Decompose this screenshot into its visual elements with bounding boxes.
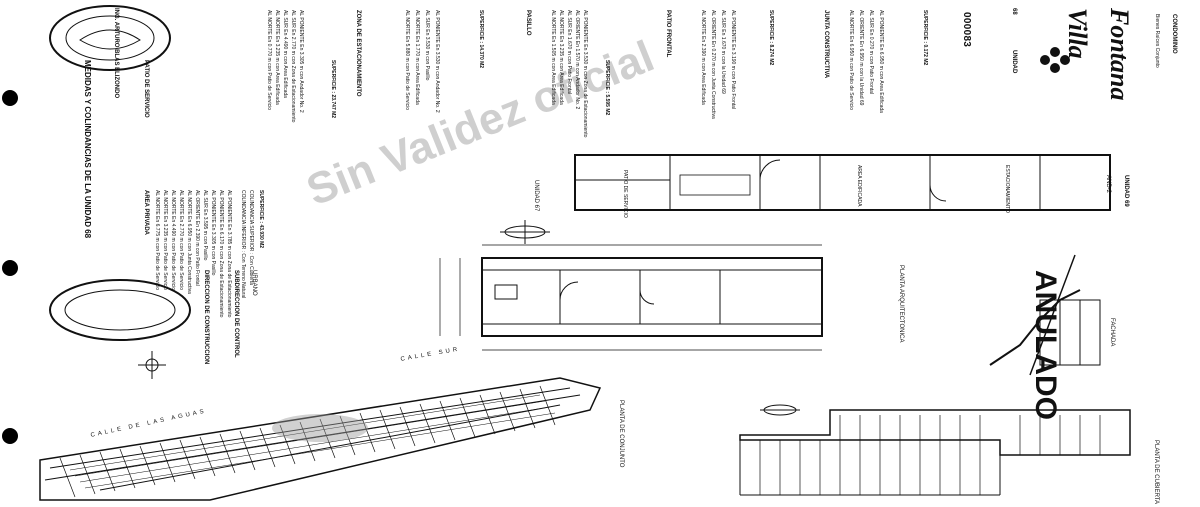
pasillo-line: AL NORTE En 3.235 m con Area Edificada [558, 10, 564, 105]
zona-est-line: AL NORTE En 1.770 m con Area Edificada [414, 10, 420, 105]
zona-est-line: AL NORTE En 5.880 m con Patio de Servici… [404, 10, 410, 111]
patio-servicio-superficie: SUPERFICIE : 23.747 M2 [330, 60, 336, 119]
area-privada-line: AL NORTE En 4.490 m con Patio de Servici… [170, 190, 176, 291]
dimension-lines [439, 244, 822, 351]
colindancia-line: SUPERFICIE : 43.930 M2 [258, 190, 264, 249]
pasillo-line: AL PONIENTE En 3.530 m con Zona de Estac… [582, 10, 588, 138]
roof-lines [759, 415, 1101, 495]
pasillo-line: AL ORIENTE En 1.570 m con Andador No. 2 [574, 10, 580, 110]
pasillo-line: AL NORTE En 1.505 m con Area Edificada [550, 10, 556, 105]
patio-servicio-line: AL SUR En 2.770 m con Zona de Estacionam… [290, 10, 296, 123]
section-junta-constructiva: JUNTA CONSTRUCTIVA [823, 10, 829, 79]
colindancia-line: COLINDANCIA INFERIOR : Con Terreno Natur… [240, 190, 246, 299]
fachada-label: FACHADA [1109, 318, 1115, 347]
anulado-stamp: ANULADO [1029, 270, 1062, 420]
site-plan [39, 377, 602, 501]
facade [989, 254, 1101, 376]
unit-plan [574, 154, 1111, 211]
sheet-number: 000083 [961, 12, 972, 48]
unit-number: 68 [1011, 8, 1017, 15]
pasillo-line: AL SUR En 1.670 m con Patio Frontal [566, 10, 572, 95]
official-seal [49, 5, 171, 71]
punch-hole [2, 428, 18, 444]
pasillo-superficie: SUPERFICIE : 5.595 M2 [604, 60, 610, 116]
planta-cubierta-label: PLANTA DE CUBIERTA [1153, 440, 1159, 505]
brand-villa: Villa [1063, 8, 1092, 59]
architectural-plan [481, 257, 823, 337]
highlighted-unit [272, 414, 368, 442]
patio-servicio-line: AL NORTE En 0.770 m con Patio de Servici… [266, 10, 272, 111]
patio-frontal-line: AL PONIENTE En 3.190 m con Patio Frontal [730, 10, 736, 110]
area-privada-line: AL ORIENTE En 2.390 m con Patio Frontal [194, 190, 200, 286]
direction-seal [49, 279, 191, 341]
north-arrow-roof [760, 404, 800, 416]
area-privada-line: AL PONIENTE En 3.785 m con Zona de Estac… [226, 190, 232, 318]
andador-label: AND-2 [1105, 175, 1111, 194]
junta-superficie: SUPERFICIE : 0.172 M2 [922, 10, 928, 66]
planta-arquitectonica-label: PLANTA ARQUITECTONICA [898, 265, 904, 343]
zona-est-line: AL PONIENTE En 3.530 m con Andador No. 2 [434, 10, 440, 113]
junta-line: AL NORTE En 6.950 m con Patio de Servici… [848, 10, 854, 111]
area-privada-line: AL NORTE En 6.950 m con Junta Constructi… [186, 190, 192, 294]
site-lots [59, 385, 556, 498]
punch-hole [2, 90, 18, 106]
brand-condominio: CONDOMINIO [1171, 14, 1177, 54]
patio-servicio-label: PATIO DE SERVICIO [622, 170, 628, 218]
area-privada-line: AL SUR En 3.595 m con Pasillo [202, 190, 208, 261]
patio-servicio-line: AL PONIENTE En 3.305 m con Andador No. 2 [298, 10, 304, 113]
patio-servicio-line: AL NORTE En 3.235 m con Area Edificada [274, 10, 280, 105]
direction-line-2: SUBDIRECCION DE CONTROL [233, 270, 239, 358]
seal-title: ING. ARTURO BLAS ELIZONDO [113, 8, 119, 99]
junta-line: AL SUR En 0.270 m con Patio Frontal [868, 10, 874, 95]
planta-conjunto-label: PLANTA DE CONJUNTO [618, 400, 624, 468]
north-arrow [138, 351, 166, 379]
area-privada-line: AL NORTE En 2.770 m con Patio de Servici… [178, 190, 184, 291]
unit-label: UNIDAD [1011, 50, 1017, 74]
patio-frontal-line: AL NORTE En 2.390 m con Area Edificada [700, 10, 706, 105]
zona-est-superficie: SUPERFICIE : 14.370 M2 [478, 10, 484, 69]
patio-frontal-line: AL SUR En 1.670 m con la Unidad 69 [720, 10, 726, 94]
measures-title: MEDIDAS Y COLINDANCIAS DE LA UNIDAD 68 [83, 60, 92, 239]
area-privada-line: AL PONIENTE En 6.170 m con Zona de Estac… [218, 190, 224, 318]
brand-tagline: Bienes Raíces Conjunto [1154, 14, 1160, 68]
brand-fontana: Fontana [1105, 8, 1134, 101]
area-edificada-label: AREA EDIFICADA [856, 165, 862, 207]
area-privada-line: AL PONIENTE En 3.305 m con Pasillo [210, 190, 216, 276]
zona-est-line: AL SUR En 3.530 m con Pasillo [424, 10, 430, 81]
area-privada-line: AL NORTE En 3.235 m con Patio de Servici… [162, 190, 168, 291]
direction-line-3: URBANO [251, 270, 257, 296]
site-hatch [69, 394, 556, 489]
patio-frontal-line: AL ORIENTE En 0.270 m con Junta Construc… [710, 10, 716, 119]
section-pasillo: PASILLO [525, 10, 531, 36]
estacionamiento-label: ESTACIONAMIENTO [1004, 165, 1010, 213]
junta-line: AL PONIENTE En 6.950 m con Area Edificad… [878, 10, 884, 113]
patio-servicio-line: AL SUR En 4.490 m con Area Edificada [282, 10, 288, 98]
unidad-67-label: UNIDAD 67 [533, 180, 539, 212]
direction-line-1: DIRECCION DE CONSTRUCCION [203, 270, 209, 365]
punch-hole [2, 260, 18, 276]
patio-frontal-superficie: SUPERFICIE : 8.274 M2 [768, 10, 774, 66]
north-arrow-plan [500, 220, 550, 244]
unidad-69-label: UNIDAD 69 [1123, 175, 1129, 207]
section-patio-frontal: PATIO FRONTAL [665, 10, 671, 58]
villa-fontana-logo [1040, 47, 1070, 73]
section-patio-servicio: PATIO DE SERVICIO [143, 60, 149, 118]
section-zona-estacionamiento: ZONA DE ESTACIONAMIENTO [355, 10, 361, 97]
junta-line: AL ORIENTE En 6.950 m con la Unidad 69 [858, 10, 864, 106]
section-area-privada: AREA PRIVADA [143, 190, 149, 236]
roof-plan [739, 409, 1131, 496]
area-privada-line: AL NORTE En 6.775 m con Patio de Servici… [154, 190, 160, 291]
